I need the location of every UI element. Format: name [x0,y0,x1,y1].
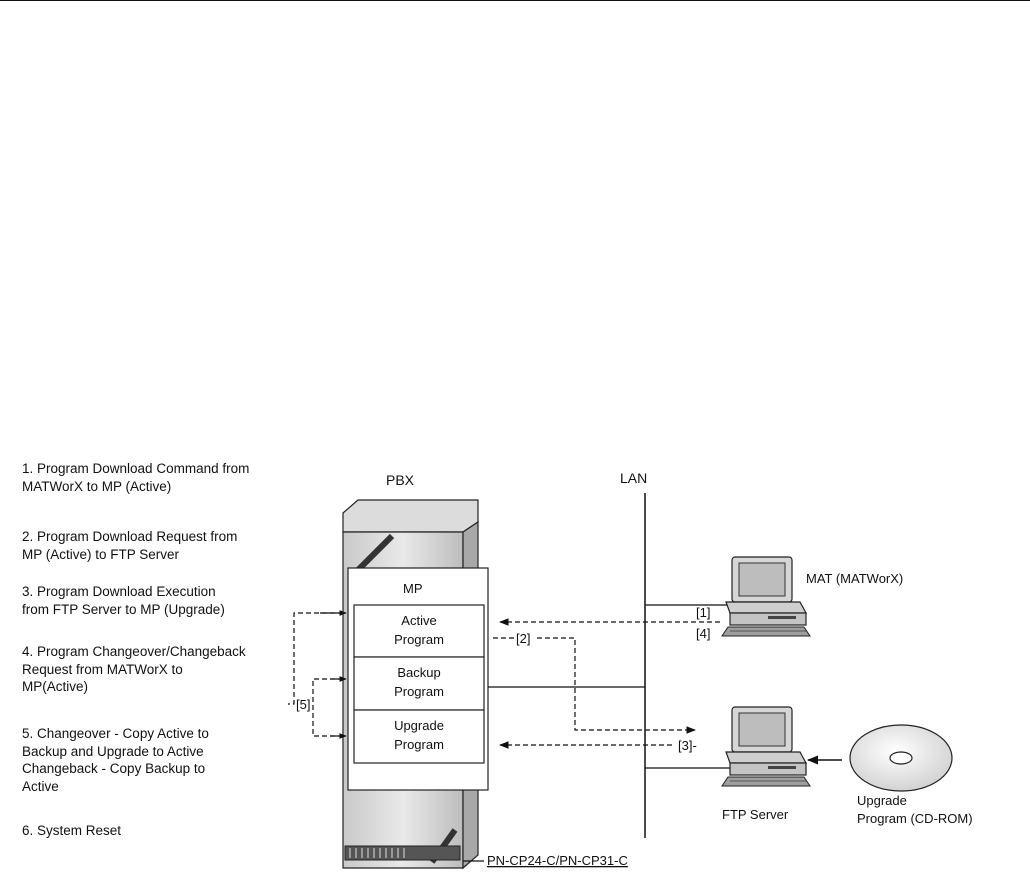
part-number-label: PN-CP24-C/PN-CP31-C [487,853,628,868]
mat-computer-icon [721,556,811,637]
ref-4-label: [4] [696,626,710,641]
mp-label: MP [403,581,423,596]
active-program-line2: Program [394,632,444,647]
active-program-line1: Active [401,613,436,628]
pbx-label: PBX [386,472,415,488]
lan-label: LAN [620,470,647,486]
bracket-5-outer [288,612,343,705]
cd-label-line2: Program (CD-ROM) [857,811,973,826]
step-5-text: 5. Changeover - Copy Active to Backup an… [22,726,209,794]
ref-2-label: [2] [516,631,530,646]
backup-program-line1: Backup [397,665,440,680]
cd-label-line1: Upgrade [857,793,907,808]
top-border-line [0,0,1030,1]
diagram-canvas: PBX MP Active Program Backup Program Upg… [288,470,973,870]
cd-rom-hole [889,751,913,765]
backup-program-line2: Program [394,684,444,699]
mat-label: MAT (MATWorX) [806,571,903,586]
upgrade-program-box [353,709,485,764]
ref-1-label: [1] [696,605,710,620]
step-2-text: 2. Program Download Request from MP (Act… [22,529,238,562]
step-3-text: 3. Program Download Execution from FTP S… [22,584,225,617]
active-program-box [353,604,485,658]
arrow-2 [493,637,695,730]
upgrade-program-line2: Program [394,737,444,752]
ftp-server-icon [721,706,811,787]
ref-3-label: [3]- [678,738,697,753]
program-download-diagram: 1. Program Download Command from MATWorX… [0,450,1030,875]
upgrade-program-line1: Upgrade [394,718,444,733]
step-1-text: 1. Program Download Command from MATWorX… [22,461,250,494]
ref-5-label: [5] [296,697,310,712]
bracket-5-inner [312,678,343,737]
step-4-text: 4. Program Changeover/Changeback Request… [22,644,246,694]
step-6-text: 6. System Reset [22,823,122,838]
ftp-server-label: FTP Server [722,807,789,822]
